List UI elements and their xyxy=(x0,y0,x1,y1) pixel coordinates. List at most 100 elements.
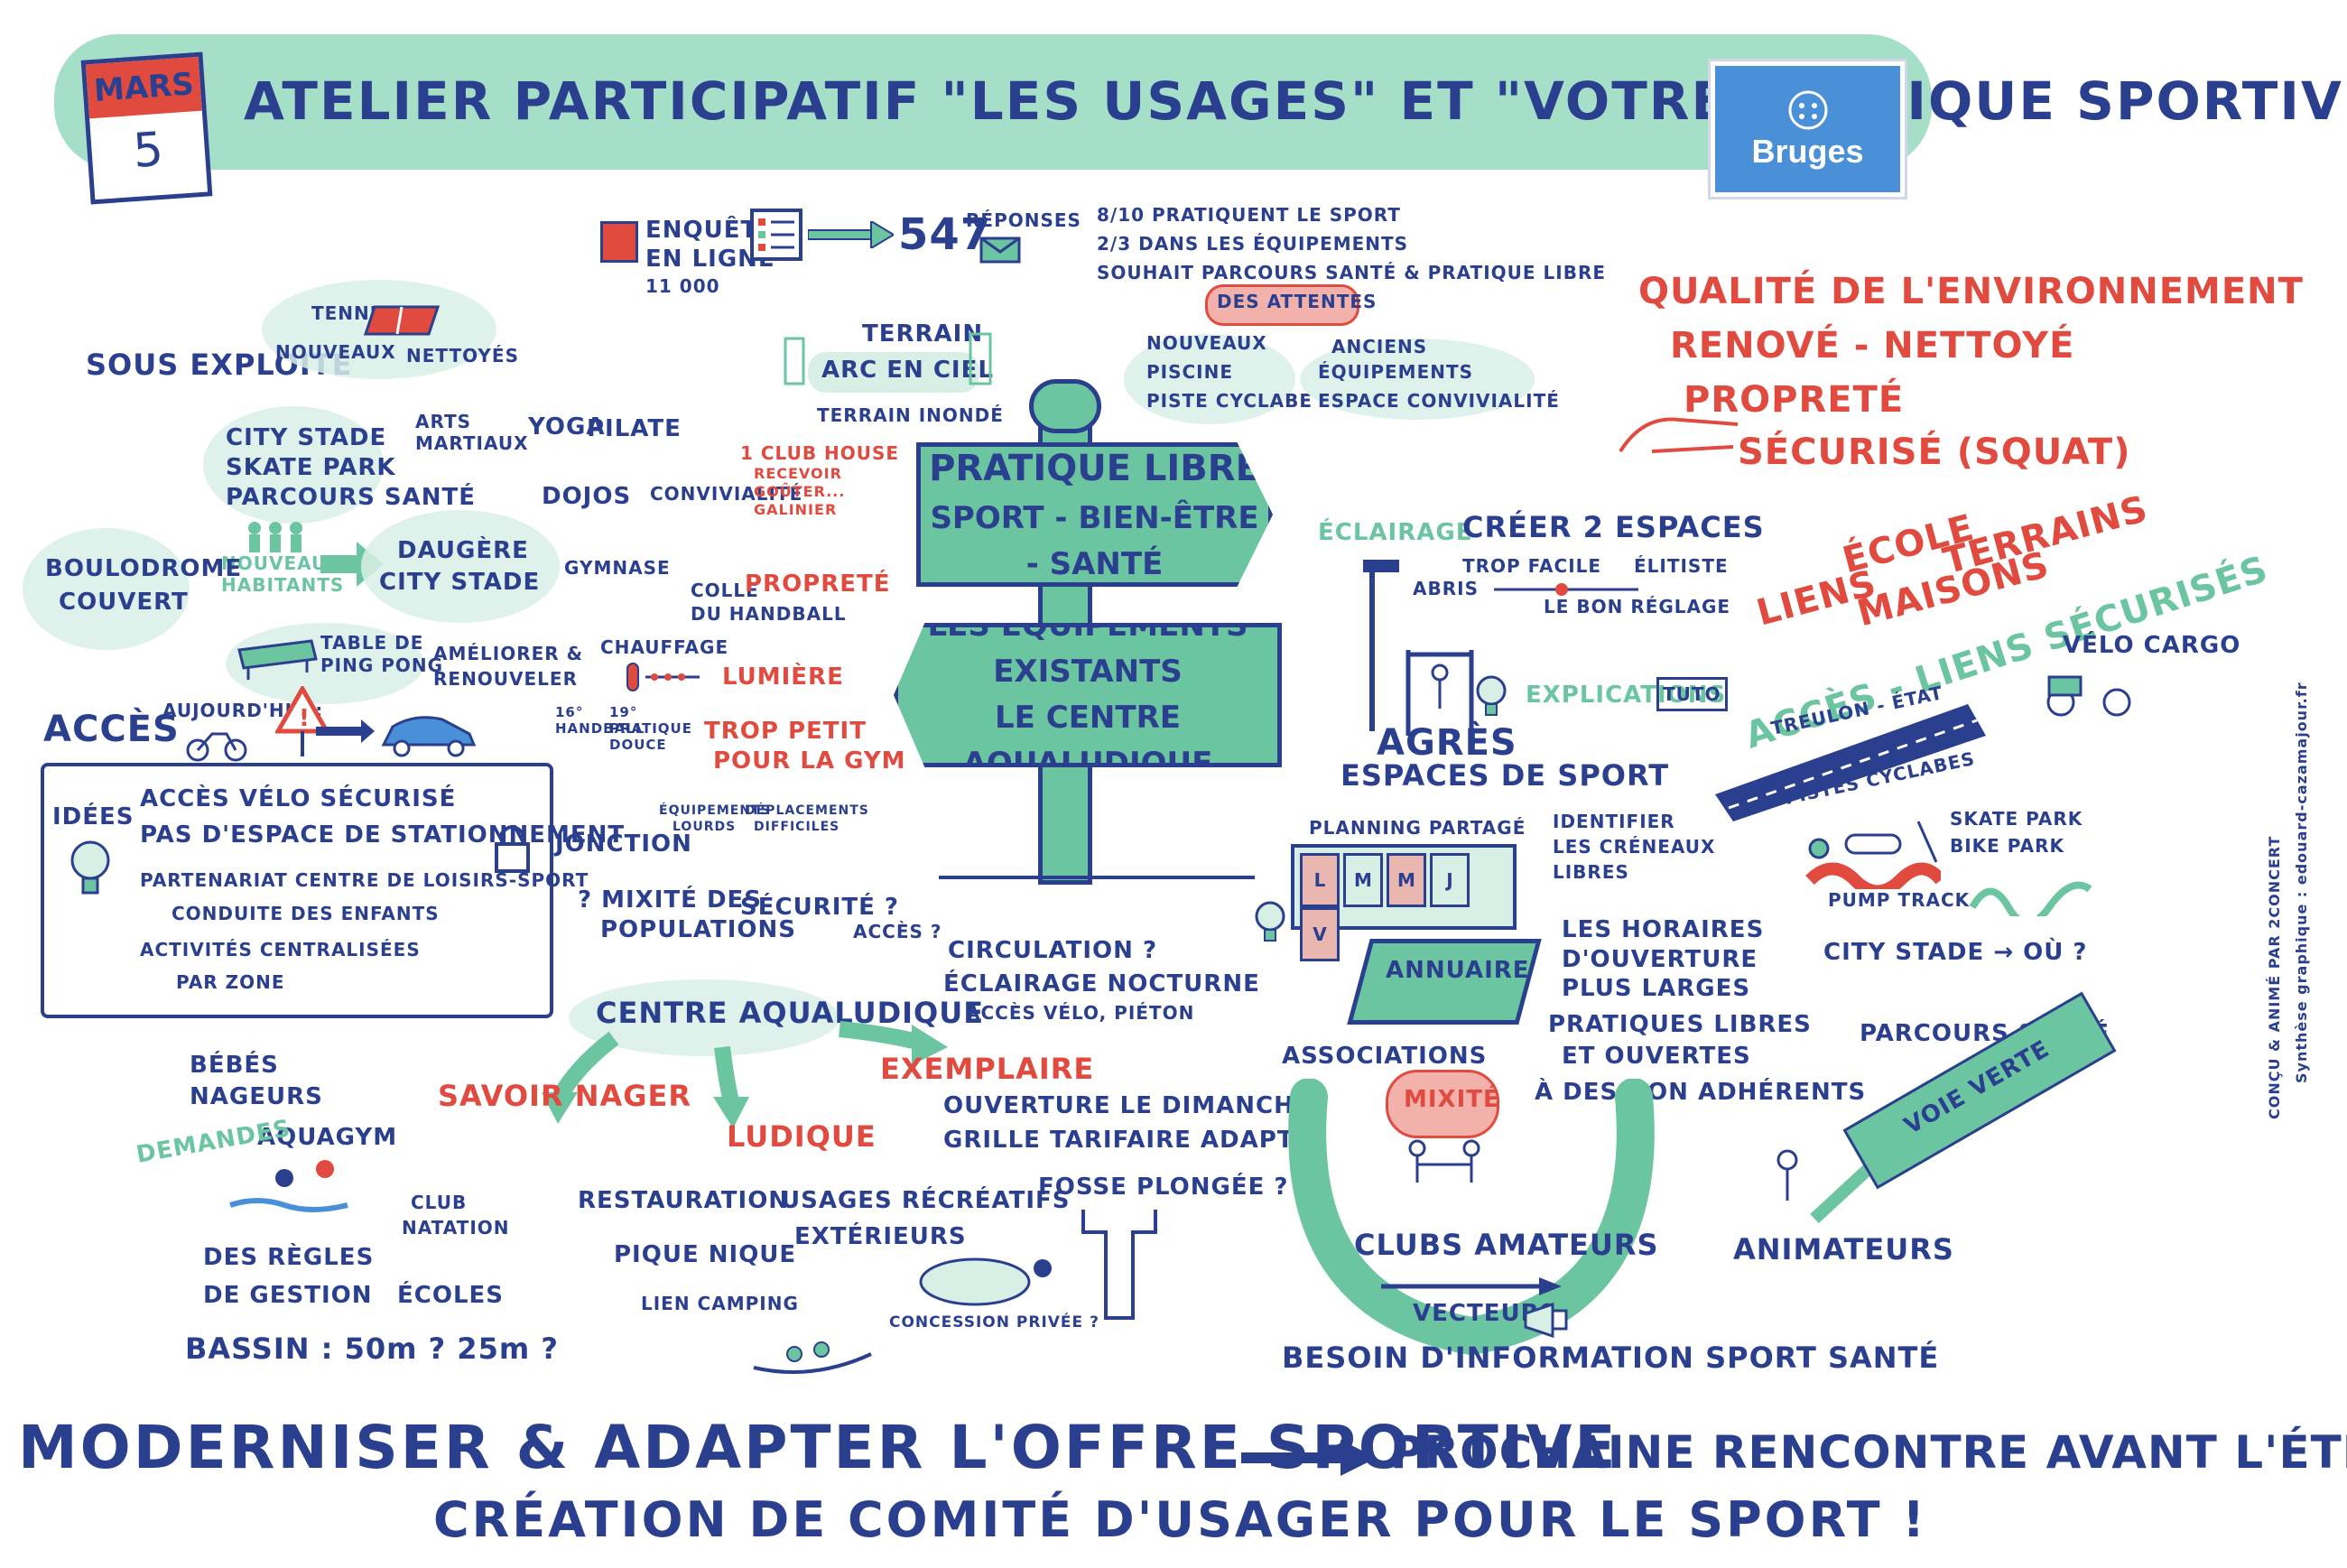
creer-espaces: CRÉER 2 ESPACES xyxy=(1462,510,1765,544)
acces-title: ACCÈS xyxy=(43,709,180,750)
proprete-left: PROPRETÉ xyxy=(745,571,891,598)
ameliorer-2: RENOUVELER xyxy=(433,668,578,690)
daugere-city: CITY STADE xyxy=(379,569,541,596)
arts-martiaux: ARTS MARTIAUX xyxy=(415,411,529,454)
parking-lock-icon xyxy=(495,825,530,873)
equip-lourds-1: ÉQUIPEMENTS xyxy=(659,803,771,818)
chauffage: CHAUFFAGE xyxy=(600,636,729,658)
day-v: V xyxy=(1300,907,1340,961)
day-m1: M xyxy=(1343,853,1383,907)
fosse: FOSSE PLONGÉE ? xyxy=(1038,1174,1289,1201)
green-u-arrow-icon xyxy=(1288,1079,1655,1356)
acces-item-2: PAS D'ESPACE DE STATIONNEMENT xyxy=(140,821,626,849)
acces-item-1: ACCÈS VÉLO SÉCURISÉ xyxy=(140,785,457,812)
mixite-cloud xyxy=(1386,1070,1499,1138)
day-l: L xyxy=(1300,853,1340,907)
swimmer-icon xyxy=(229,1160,348,1212)
pique-nique: PIQUE NIQUE xyxy=(614,1241,797,1268)
bebes-2: NAGEURS xyxy=(190,1083,323,1110)
city-stade-2: SKATE PARK xyxy=(226,454,396,481)
attentes-anciens-2: ESPACE CONVIVIALITÉ xyxy=(1318,390,1560,412)
ouverture-2: GRILLE TARIFAIRE ADAPTÉE xyxy=(943,1127,1329,1154)
sign2-line1: LES ÉQUIPEMENTS EXISTANTS xyxy=(927,608,1248,690)
attentes-nouveaux-2: PISTE CYCLABE xyxy=(1146,390,1313,412)
dojos: DOJOS xyxy=(542,483,632,510)
regles-1: DES RÈGLES xyxy=(203,1244,375,1271)
footer-line2: CRÉATION DE COMITÉ D'USAGER POUR LE SPOR… xyxy=(433,1491,1928,1548)
sign-pratique-libre: PRATIQUE LIBRE SPORT - BIEN-ÊTRE - SANTÉ xyxy=(916,442,1273,587)
deplacements-2: DIFFICILES xyxy=(754,820,840,834)
sign2-line2: LE CENTRE AQUALUDIQUE xyxy=(962,700,1213,782)
boulodrome-1: BOULODROME xyxy=(45,555,243,582)
title-banner xyxy=(54,34,1932,170)
restauration: RESTAURATION xyxy=(578,1187,790,1214)
kayak-icon xyxy=(753,1341,872,1374)
bon-reglage: LE BON RÉGLAGE xyxy=(1544,596,1731,617)
tuto: TUTO xyxy=(1656,677,1728,711)
yoga: YOGA xyxy=(528,413,606,441)
bicycle-icon xyxy=(186,732,247,762)
city-stade-3: PARCOURS SANTÉ xyxy=(226,484,477,511)
footer-arrow-icon xyxy=(1241,1440,1377,1476)
slider-scale-icon xyxy=(1494,583,1638,596)
mixite-1: ? MIXITÉ DES xyxy=(578,886,763,914)
vecteurs-arrow-icon xyxy=(1381,1277,1562,1295)
espaces-sport: ESPACES DE SPORT xyxy=(1340,758,1670,793)
checklist-icon xyxy=(750,209,802,261)
calendar-month: MARS xyxy=(85,56,202,119)
club-house-2: RECEVOIR xyxy=(754,465,842,482)
club-natation-2: NATATION xyxy=(402,1217,510,1239)
people-icon xyxy=(248,522,302,552)
colle: COLLE xyxy=(691,580,759,601)
day-j: J xyxy=(1430,853,1470,907)
pilate: PILATE xyxy=(587,415,682,442)
planning-partage: PLANNING PARTAGÉ xyxy=(1309,817,1526,839)
credits-2: Synthèse graphique : edouard-cazamajour.… xyxy=(2293,682,2310,1083)
horaires-2: D'OUVERTURE xyxy=(1562,946,1758,973)
acces-sub-zone: PAR ZONE xyxy=(176,971,285,993)
calendar-day: 5 xyxy=(131,122,165,180)
daugere: DAUGÈRE xyxy=(397,537,529,564)
convivialite: CONVIVIALITÉ xyxy=(650,483,803,505)
acces-sub-conduite: CONDUITE DES ENFANTS xyxy=(172,903,440,924)
street-lamp-icon xyxy=(1363,560,1399,731)
hand-icon xyxy=(1619,417,1739,453)
pratiques-2: ET OUVERTES xyxy=(1562,1043,1751,1070)
eclairage: ÉCLAIRAGE xyxy=(1318,519,1473,546)
concession: CONCESSION PRIVÉE ? xyxy=(889,1313,1099,1331)
attentes-nouveaux-title: NOUVEAUX xyxy=(1146,332,1267,354)
abris: ABRIS xyxy=(1413,578,1479,599)
sign1-line2: SPORT - BIEN-ÊTRE - SANTÉ xyxy=(930,500,1259,582)
idees-label: IDÉES xyxy=(52,803,135,830)
survey-stat-2: 2/3 DANS LES ÉQUIPEMENTS xyxy=(1097,233,1409,255)
circulation-1: CIRCULATION ? xyxy=(948,937,1158,964)
pump-track: PUMP TRACK xyxy=(1828,889,1971,911)
survey-population: 11 000 xyxy=(645,275,720,297)
attentes-anciens-title: ANCIENS xyxy=(1331,336,1428,357)
tennis-nouveaux: NOUVEAUX xyxy=(275,341,396,363)
qualite-3: PROPRETÉ xyxy=(1684,379,1905,421)
ping-pong-table-icon xyxy=(237,639,318,680)
float-icon xyxy=(919,1257,1052,1306)
anciens-blob xyxy=(1300,339,1535,420)
signpost-grass xyxy=(939,867,1255,879)
thermometer-icon xyxy=(626,663,700,691)
besoin-info: BESOIN D'INFORMATION SPORT SANTÉ xyxy=(1282,1341,1940,1375)
terrain-inonde: TERRAIN INONDÉ xyxy=(817,404,1004,426)
attentes-title: DES ATTENTES xyxy=(1217,291,1378,312)
boulodrome-blob xyxy=(23,528,190,650)
ameliorer-1: AMÉLIORER & xyxy=(433,643,584,664)
bassin: BASSIN : 50m ? 25m ? xyxy=(185,1331,559,1366)
envelope-icon xyxy=(979,237,1021,264)
club-house-3: GOÛTER... xyxy=(754,483,846,500)
velo-cargo: VÉLO CARGO xyxy=(2063,632,2241,659)
acces-item-4: ACTIVITÉS CENTRALISÉES xyxy=(140,939,421,960)
credits-1: CONÇU & ANIMÉ PAR 2CONCERT xyxy=(2266,835,2283,1119)
trop-facile: TROP FACILE xyxy=(1462,555,1602,577)
diving-pit-icon xyxy=(1081,1210,1157,1320)
survey-stat-1: 8/10 PRATIQUENT LE SPORT xyxy=(1097,204,1401,226)
temp-16: 16° xyxy=(555,704,584,720)
lightbulb-icon xyxy=(70,840,110,895)
qualite-2: RENOVÉ - NETTOYÉ xyxy=(1670,325,2075,366)
car-icon xyxy=(316,716,477,757)
